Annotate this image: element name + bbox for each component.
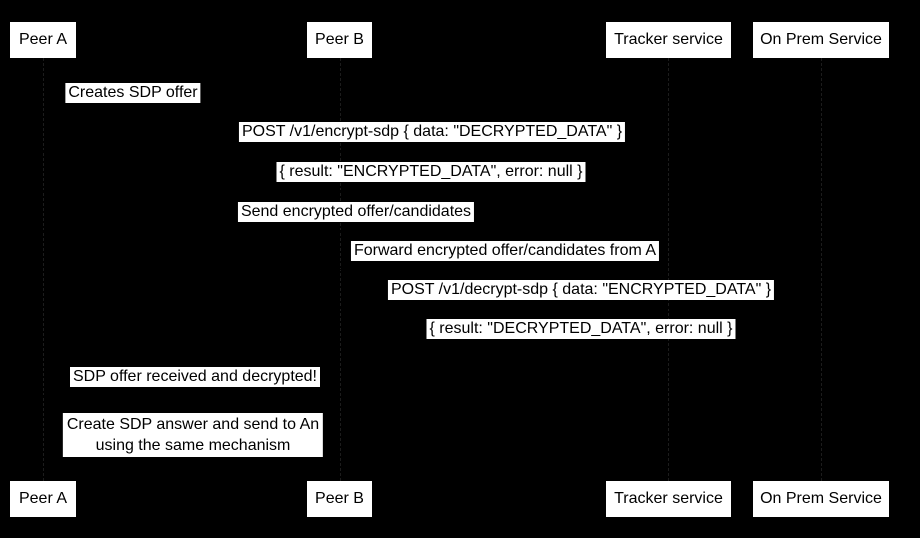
actor-top-tracker: Tracker service xyxy=(606,22,731,58)
actor-label: Peer A xyxy=(18,31,68,48)
note-create-answer: Create SDP answer and send to An using t… xyxy=(62,413,324,457)
actor-label: Peer B xyxy=(315,490,364,507)
actor-label: On Prem Service xyxy=(760,31,882,48)
actor-top-on-prem: On Prem Service xyxy=(753,22,889,58)
actor-bottom-tracker: Tracker service xyxy=(606,481,731,517)
lifeline-on-prem xyxy=(821,58,822,481)
message-arrow-send-encrypted xyxy=(43,230,668,231)
message-arrow-decrypt-request xyxy=(340,308,821,309)
actor-bottom-peer-b: Peer B xyxy=(307,481,372,517)
message-label-encrypt-response: { result: "ENCRYPTED_DATA", error: null … xyxy=(276,162,586,182)
note-line-1: Create SDP answer and send to An xyxy=(66,416,320,433)
message-arrow-offer-received xyxy=(43,395,340,396)
note-line-2: using the same mechanism xyxy=(95,437,291,454)
actor-label: On Prem Service xyxy=(760,490,882,507)
message-label-decrypt-response: { result: "DECRYPTED_DATA", error: null … xyxy=(426,319,736,339)
message-arrow-encrypt-request xyxy=(43,150,821,151)
lifeline-tracker xyxy=(668,58,669,481)
message-label-decrypt-request: POST /v1/decrypt-sdp { data: "ENCRYPTED_… xyxy=(387,280,775,300)
message-arrow-forward xyxy=(340,269,668,270)
actor-label: Peer A xyxy=(18,490,68,507)
message-label-send-encrypted: Send encrypted offer/candidates xyxy=(237,202,475,222)
message-arrow-decrypt-response xyxy=(340,347,821,348)
actor-bottom-on-prem: On Prem Service xyxy=(753,481,889,517)
actor-bottom-peer-a: Peer A xyxy=(10,481,76,517)
message-label-encrypt-request: POST /v1/encrypt-sdp { data: "DECRYPTED_… xyxy=(238,122,626,142)
message-label-forward: Forward encrypted offer/candidates from … xyxy=(350,241,660,261)
actor-label: Peer B xyxy=(315,31,364,48)
message-label-offer-received: SDP offer received and decrypted! xyxy=(70,367,320,387)
actor-top-peer-b: Peer B xyxy=(307,22,372,58)
actor-label: Tracker service xyxy=(614,31,723,48)
message-label-creates-offer: Creates SDP offer xyxy=(65,83,201,103)
actor-top-peer-a: Peer A xyxy=(10,22,76,58)
message-arrow-encrypt-response xyxy=(43,190,821,191)
lifeline-peer-a xyxy=(43,58,44,481)
actor-label: Tracker service xyxy=(614,490,723,507)
